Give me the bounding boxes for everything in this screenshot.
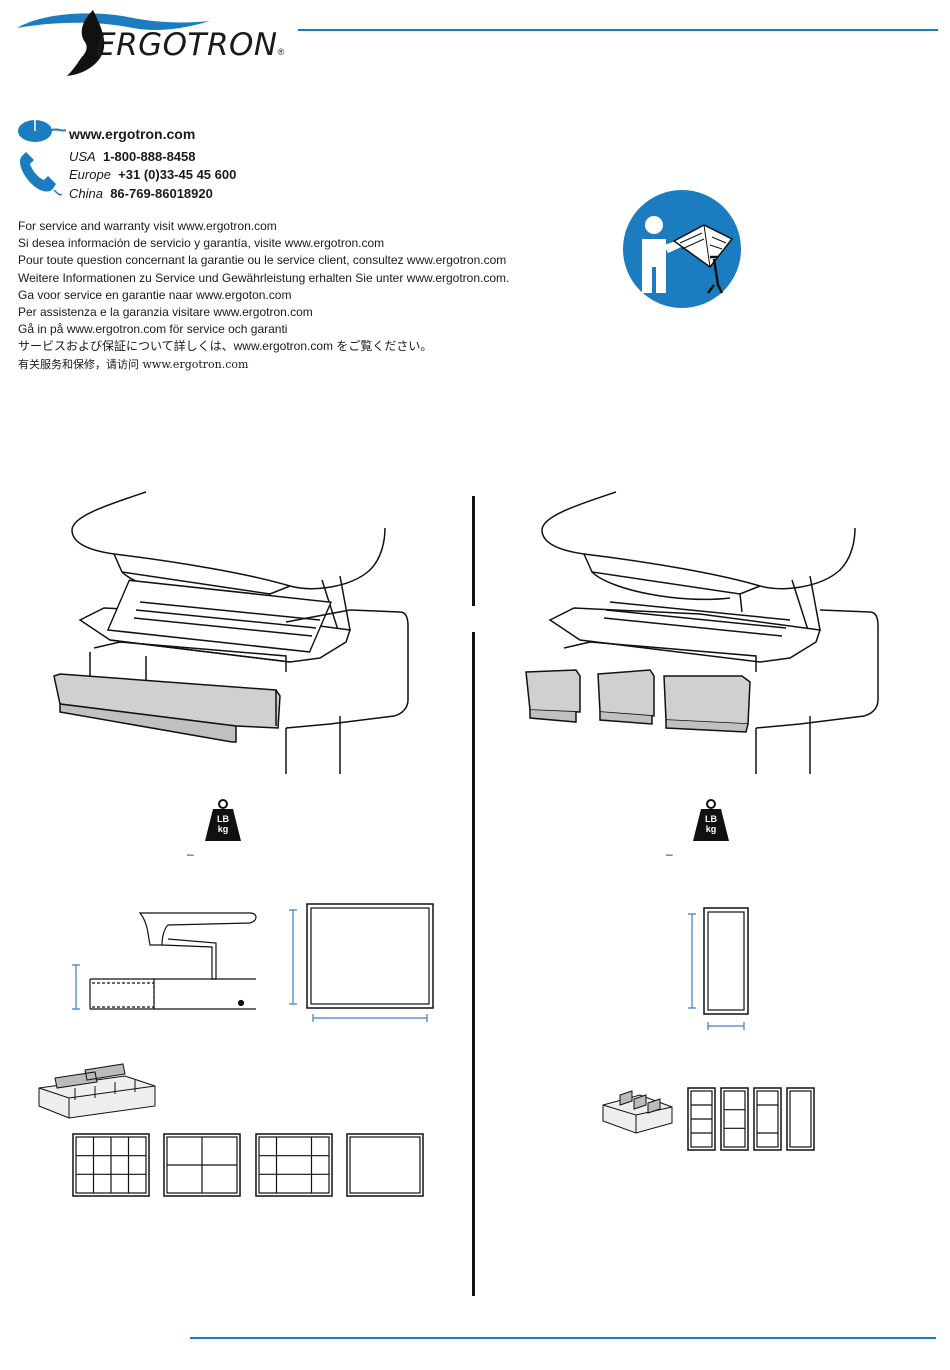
footer-rule bbox=[190, 1337, 936, 1339]
weight-units: LB kg bbox=[691, 814, 731, 834]
phone-region: USA bbox=[69, 149, 96, 164]
weight-unit-lb: LB bbox=[705, 814, 717, 824]
phone-number[interactable]: 86-769-86018920 bbox=[110, 186, 213, 201]
phone-region: China bbox=[69, 186, 103, 201]
phone-row-usa: USA 1-800-888-8458 bbox=[69, 149, 196, 164]
service-line: Per assistenza e la garanzia visitare ww… bbox=[18, 305, 313, 320]
service-line: Si desea información de servicio y garan… bbox=[18, 236, 385, 251]
ergotron-swoosh-icon bbox=[17, 10, 210, 76]
mouse-icon bbox=[18, 120, 66, 142]
brand-name: ERGOTRON bbox=[96, 27, 278, 63]
side-view-dimensions bbox=[72, 912, 257, 1010]
service-line: Weitere Informationen zu Service und Gew… bbox=[18, 270, 510, 285]
brand-logo: ERGOTRON® bbox=[96, 27, 284, 63]
service-lines: For service and warranty visit www.ergot… bbox=[18, 218, 578, 373]
weight-capacity-dash: – bbox=[187, 847, 194, 861]
weight-unit-kg: kg bbox=[705, 824, 717, 834]
weight-unit-lb: LB bbox=[217, 814, 229, 824]
drawer-dividers-illustration bbox=[38, 1063, 156, 1119]
service-line: Pour toute question concernant la garant… bbox=[18, 253, 507, 268]
phone-number[interactable]: 1-800-888-8458 bbox=[102, 149, 196, 164]
column-divider-top bbox=[472, 496, 475, 606]
phone-row-china: China 86-769-86018920 bbox=[69, 186, 213, 201]
divider-layouts bbox=[72, 1133, 424, 1197]
drawer-top-view-dimensions bbox=[688, 907, 749, 1030]
header-rule bbox=[298, 29, 938, 31]
service-line: Gå in på www.ergotron.com för service oc… bbox=[18, 322, 288, 337]
column-divider-bottom bbox=[472, 632, 475, 1296]
service-line: 有关服务和保修，请访问 www.ergotron.com bbox=[18, 357, 249, 371]
weight-capacity-dash: – bbox=[666, 847, 673, 861]
weight-icon bbox=[205, 799, 241, 841]
service-line: サービスおよび保証について詳しくは、www.ergotron.com をご覧くだ… bbox=[18, 339, 433, 354]
phone-row-europe: Europe +31 (0)33-45 45 600 bbox=[69, 167, 236, 182]
weight-unit-kg: kg bbox=[217, 824, 229, 834]
brand-reg-mark: ® bbox=[277, 47, 285, 57]
top-view-dimensions bbox=[289, 903, 434, 1022]
small-divider-layouts bbox=[687, 1087, 815, 1151]
layout-12-compartments bbox=[72, 1133, 150, 1197]
service-line: For service and warranty visit www.ergot… bbox=[18, 219, 277, 233]
cart-single-drawer-illustration bbox=[53, 491, 409, 774]
phone-region: Europe bbox=[69, 167, 111, 182]
read-manual-icon bbox=[623, 190, 741, 308]
phone-number[interactable]: +31 (0)33-45 45 600 bbox=[118, 167, 237, 182]
phone-icon bbox=[20, 152, 62, 196]
cart-three-drawer-illustration bbox=[525, 491, 879, 774]
weight-units: LB kg bbox=[203, 814, 243, 834]
service-line: Ga voor service en garantie naar www.erg… bbox=[18, 287, 292, 302]
website-link[interactable]: www.ergotron.com bbox=[69, 126, 196, 142]
weight-icon bbox=[693, 799, 729, 841]
small-drawer-dividers-illustration bbox=[602, 1090, 673, 1134]
